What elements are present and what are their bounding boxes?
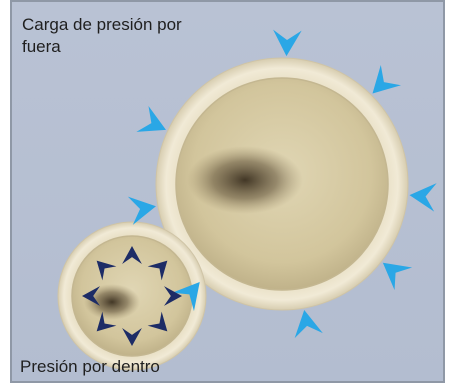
- outward-arrow-icon: [82, 286, 100, 306]
- outside-pressure-arrows: [127, 29, 437, 339]
- outward-arrow-icon: [122, 328, 142, 346]
- inward-arrow-icon: [409, 183, 437, 212]
- inward-arrow-icon: [136, 105, 166, 132]
- inside-pressure-label: Presión por dentro: [20, 357, 160, 376]
- outward-arrow-icon: [96, 260, 117, 281]
- inward-arrow-icon: [127, 196, 156, 225]
- large-pipe: [155, 57, 409, 311]
- outward-arrow-icon: [96, 311, 117, 332]
- outward-arrow-icon: [147, 311, 168, 332]
- inside-pressure-arrows: [82, 246, 182, 346]
- inward-arrow-icon: [294, 310, 323, 339]
- outward-arrow-icon: [122, 246, 142, 264]
- inward-arrow-icon: [382, 262, 413, 291]
- inward-arrow-icon: [273, 29, 302, 57]
- outward-arrow-icon: [164, 286, 182, 306]
- outward-arrow-icon: [147, 260, 168, 281]
- inward-arrow-icon: [172, 282, 200, 312]
- small-pipe: [57, 221, 207, 371]
- outside-pressure-label: Carga de presión por fuera: [22, 15, 182, 56]
- inward-arrow-icon: [372, 64, 402, 94]
- pipe-interior-shadow: [84, 284, 140, 320]
- pipe-interior-shadow: [187, 146, 303, 214]
